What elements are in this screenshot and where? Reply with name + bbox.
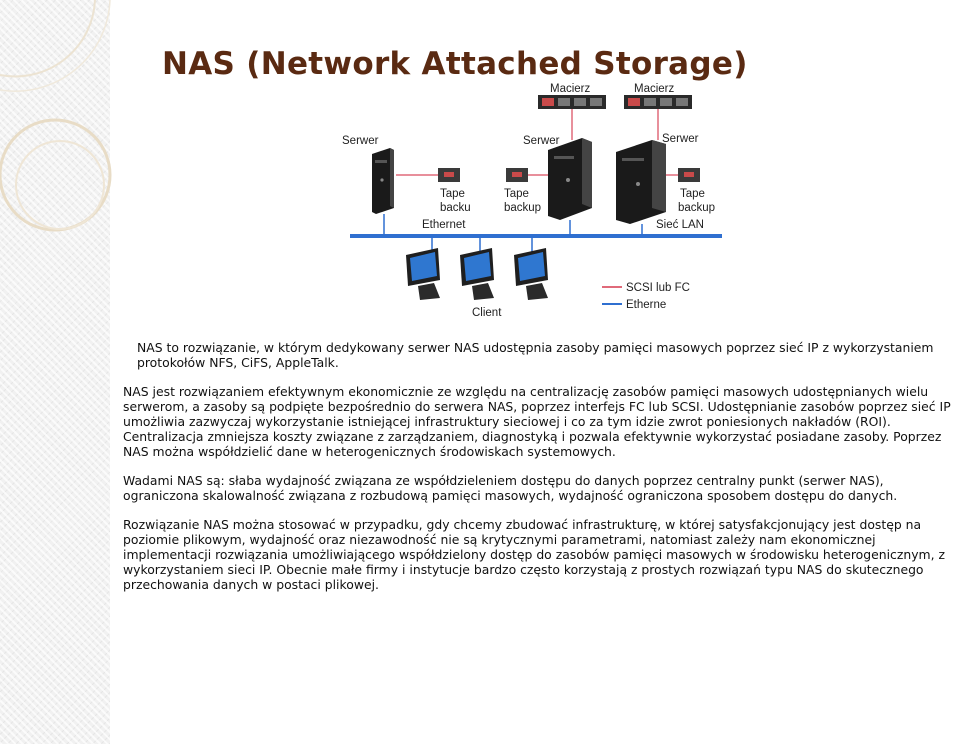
tape-label: Tape [680, 188, 705, 200]
tape-device-1 [438, 168, 460, 182]
slide-title: NAS (Network Attached Storage) [162, 46, 748, 82]
decorative-side-panel [0, 0, 110, 744]
legend-label-scsi: SCSI lub FC [626, 282, 690, 294]
client-label: Client [472, 307, 502, 319]
server-label: Serwer [342, 135, 379, 147]
paragraph-advantages: NAS jest rozwiązaniem efektywnym ekonomi… [123, 384, 951, 459]
server-label: Serwer [662, 133, 699, 145]
client-monitor-3 [514, 248, 548, 300]
tape-label: Tape [504, 188, 529, 200]
tape-label: backup [504, 202, 541, 214]
legend-label-ethernet: Etherne [626, 299, 666, 311]
tape-device-3 [678, 168, 700, 182]
paragraph-use-case: Rozwiązanie NAS można stosować w przypad… [123, 517, 946, 592]
tape-label: backu [440, 202, 471, 214]
ethernet-label: Ethernet [422, 219, 466, 231]
storage-array-1: Macierz [538, 83, 606, 109]
tape-label: backup [678, 202, 715, 214]
client-monitor-1 [406, 248, 440, 300]
array-label: Macierz [634, 83, 675, 95]
legend: SCSI lub FC Etherne [602, 282, 690, 311]
tape-device-2 [506, 168, 528, 182]
server-3 [616, 140, 666, 224]
client-monitor-2 [460, 248, 494, 300]
decorative-circles [0, 0, 112, 232]
array-label: Macierz [550, 83, 591, 95]
paragraph-definition: NAS to rozwiązanie, w którym dedykowany … [137, 340, 934, 370]
storage-array-2: Macierz [624, 83, 692, 109]
server-2 [548, 138, 592, 220]
paragraph-disadvantages: Wadami NAS są: słaba wydajność związana … [123, 473, 898, 503]
server-label: Serwer [523, 135, 560, 147]
lan-label: Sieć LAN [656, 219, 704, 231]
tape-label: Tape [440, 188, 465, 200]
nas-network-diagram: Macierz Macierz Serwer Serwer Serwer [342, 83, 722, 319]
slide-body: NAS to rozwiązanie, w którym dedykowany … [123, 340, 960, 606]
server-1 [372, 148, 394, 214]
